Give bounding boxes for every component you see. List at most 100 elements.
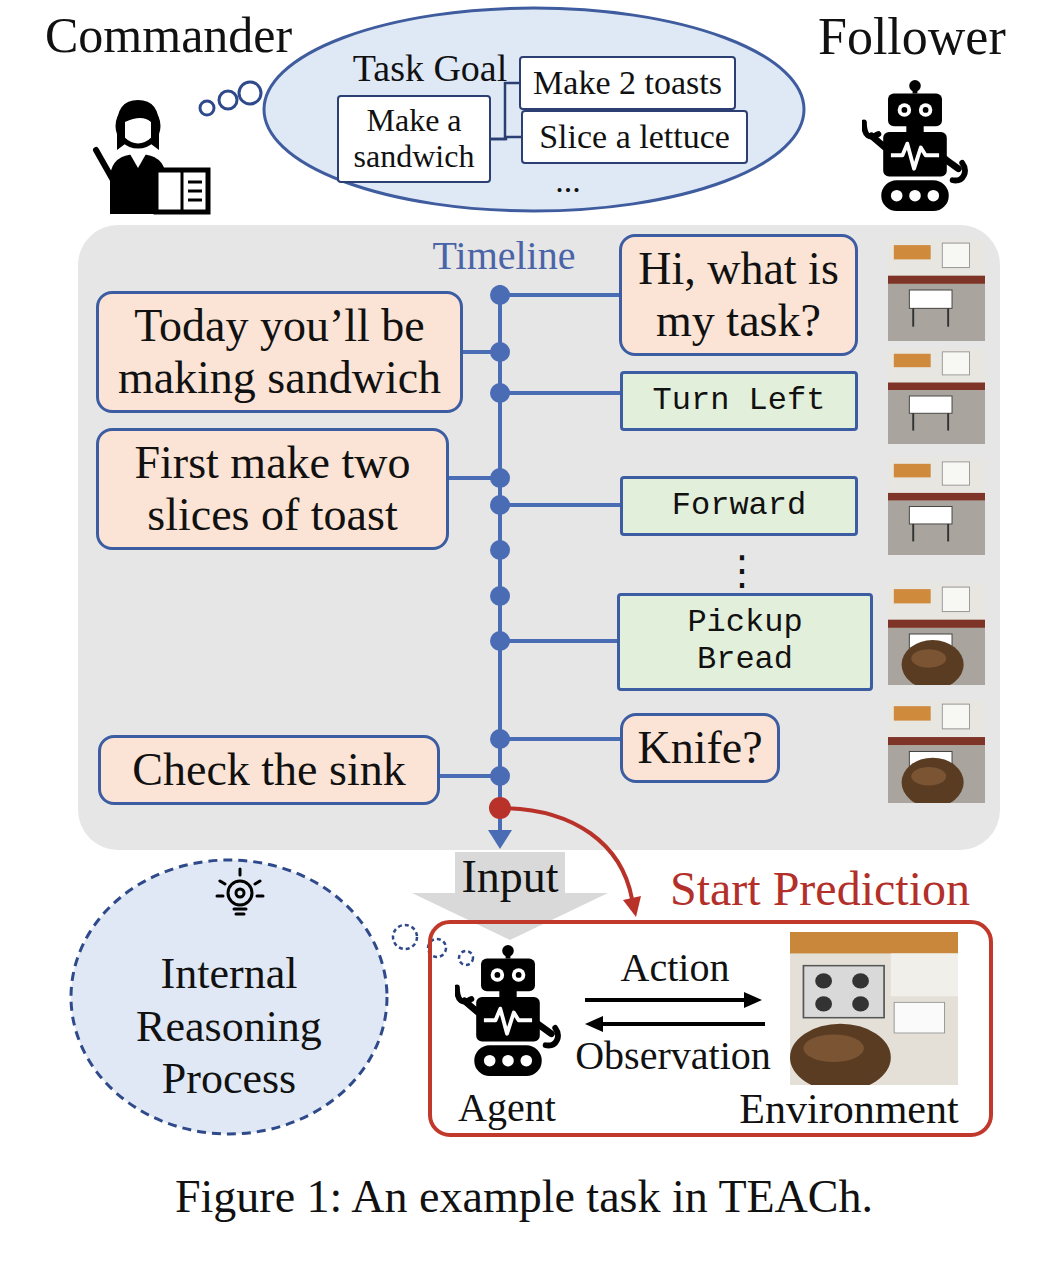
- heading-text: Internal Reasoning Process: [119, 948, 339, 1106]
- timeline-part: [500, 737, 620, 741]
- commander-icon-part: [156, 170, 208, 212]
- message-text: Hi, what is my task?: [634, 243, 843, 346]
- commander-icon-part: [188, 190, 202, 193]
- action-box: Forward: [620, 476, 858, 537]
- heading-text: Start Prediction: [640, 860, 1000, 918]
- lightbulb-icon-part: [239, 869, 242, 875]
- action-box: Turn Left: [620, 371, 858, 432]
- reasoning-thought-bubbles-part: [459, 951, 473, 965]
- timeline-dots-part: [490, 495, 510, 515]
- commander-message: Today you’ll be making sandwich: [96, 291, 463, 412]
- action-label-holder: Action: [475, 946, 875, 990]
- observation-arrow: [585, 1016, 765, 1032]
- subgoal-text: Slice a lettuce: [531, 118, 738, 156]
- lightbulb-icon-part: [217, 895, 223, 898]
- message-text: Knife?: [635, 722, 765, 774]
- screenshots-part: [888, 239, 985, 341]
- message-text: First make two slices of toast: [111, 437, 434, 540]
- timeline-dots-part: [490, 285, 510, 305]
- timeline-dots-part: [490, 586, 510, 606]
- screenshots: [888, 239, 985, 807]
- input-label: Input: [310, 852, 710, 903]
- screenshots-part: [888, 458, 985, 555]
- timeline-dots-part: [490, 766, 510, 786]
- vertical-ellipsis-holder: ⋮: [542, 548, 942, 592]
- timeline-dots-part: [490, 540, 510, 560]
- ellipsis-label: ...: [368, 162, 768, 199]
- follower-message: Hi, what is my task?: [619, 234, 858, 355]
- role-label: Follower: [818, 8, 1006, 65]
- reasoning-bubble: Internal Reasoning Process: [68, 857, 390, 1137]
- role-label-holder: Commander: [45, 8, 292, 63]
- commander-message: First make two slices of toast: [96, 428, 449, 549]
- timeline-dots-part: [490, 729, 510, 749]
- task-goal-ellipse-shape-part: [264, 8, 804, 211]
- commander-icon-part: [181, 170, 184, 212]
- thought-bubbles-part: [200, 101, 214, 115]
- thought-bubbles-part: [239, 82, 261, 104]
- lightbulb-icon-part: [236, 913, 244, 916]
- lightbulb-icon-part: [257, 895, 263, 898]
- action-arrow-part: [744, 992, 762, 1008]
- observation-label: Observation: [473, 1034, 873, 1078]
- action-arrow: [585, 992, 762, 1008]
- heading-text: Timeline: [409, 232, 599, 280]
- screenshots-part: [888, 700, 985, 807]
- lightbulb-icon-part: [234, 908, 246, 911]
- timeline-dots-part: [490, 631, 510, 651]
- commander-message: Check the sink: [98, 735, 440, 805]
- task-goal-ellipse: Task GoalMake a sandwichMake 2 toastsSli…: [262, 6, 806, 213]
- timeline-dots-part: [490, 383, 510, 403]
- timeline-dots-part: [490, 342, 510, 362]
- commander-icon: [96, 100, 208, 214]
- subgoal-box: Make 2 toasts: [519, 56, 736, 110]
- commander-icon-part: [188, 199, 202, 202]
- commander-icon-part: [188, 181, 202, 184]
- role-label-holder: Follower: [818, 8, 1006, 65]
- action-box: Pickup Bread: [617, 593, 873, 691]
- timeline-dots-part: [490, 468, 510, 488]
- ellipsis-label-holder: ...: [368, 162, 768, 199]
- timeline-part: [500, 293, 619, 297]
- prediction-arrowhead: [623, 896, 641, 917]
- timeline-part: [500, 391, 620, 395]
- subgoal-box: Slice a lettuce: [521, 110, 748, 164]
- action-arrow-part: [585, 998, 748, 1002]
- screenshots-part: [888, 348, 985, 444]
- role-label: Commander: [45, 8, 292, 63]
- timeline-panel: Timeline Hi, what is my task? Today you’ll…: [78, 225, 1000, 850]
- commander-icon-part: [96, 150, 122, 196]
- message-text: Today you’ll be making sandwich: [111, 300, 448, 403]
- timeline-part: [500, 503, 620, 507]
- agent-label-holder: Agent: [307, 1086, 707, 1130]
- timeline-part: [500, 639, 617, 643]
- commander-icon-part: [117, 100, 159, 150]
- goal-text: Make a sandwich: [347, 103, 481, 175]
- observation-label-holder: Observation: [473, 1034, 873, 1078]
- action-text: Turn Left: [633, 383, 845, 420]
- action-text: Forward: [633, 488, 845, 525]
- reasoning-thought-bubbles-part: [393, 925, 417, 949]
- message-text: Check the sink: [113, 744, 425, 796]
- figure-caption-holder: Figure 1: An example task in TEACh.: [4, 1172, 1044, 1223]
- vertical-ellipsis: ⋮: [542, 548, 942, 592]
- action-text: Pickup Bread: [630, 605, 860, 679]
- follower-robot: [864, 80, 965, 211]
- goal-box: Make a sandwich: [337, 95, 491, 183]
- environment-label: Environment: [649, 1086, 1048, 1132]
- action-label: Action: [475, 946, 875, 990]
- screenshots-part: [888, 583, 985, 689]
- agent-robot: [457, 945, 558, 1076]
- environment-image: [790, 932, 958, 1091]
- thought-bubbles: [200, 82, 261, 115]
- environment-label-holder: Environment: [649, 1086, 1048, 1132]
- thought-bubbles-part: [219, 91, 237, 109]
- follower-message: Knife?: [620, 713, 780, 783]
- commander-icon-part: [130, 154, 146, 168]
- timeline-panel-shape-part: [78, 225, 1000, 850]
- input-label-holder: Input: [310, 852, 710, 903]
- reasoning-thought-bubbles: [393, 925, 473, 965]
- reasoning-bubble-shape-part: [71, 860, 387, 1134]
